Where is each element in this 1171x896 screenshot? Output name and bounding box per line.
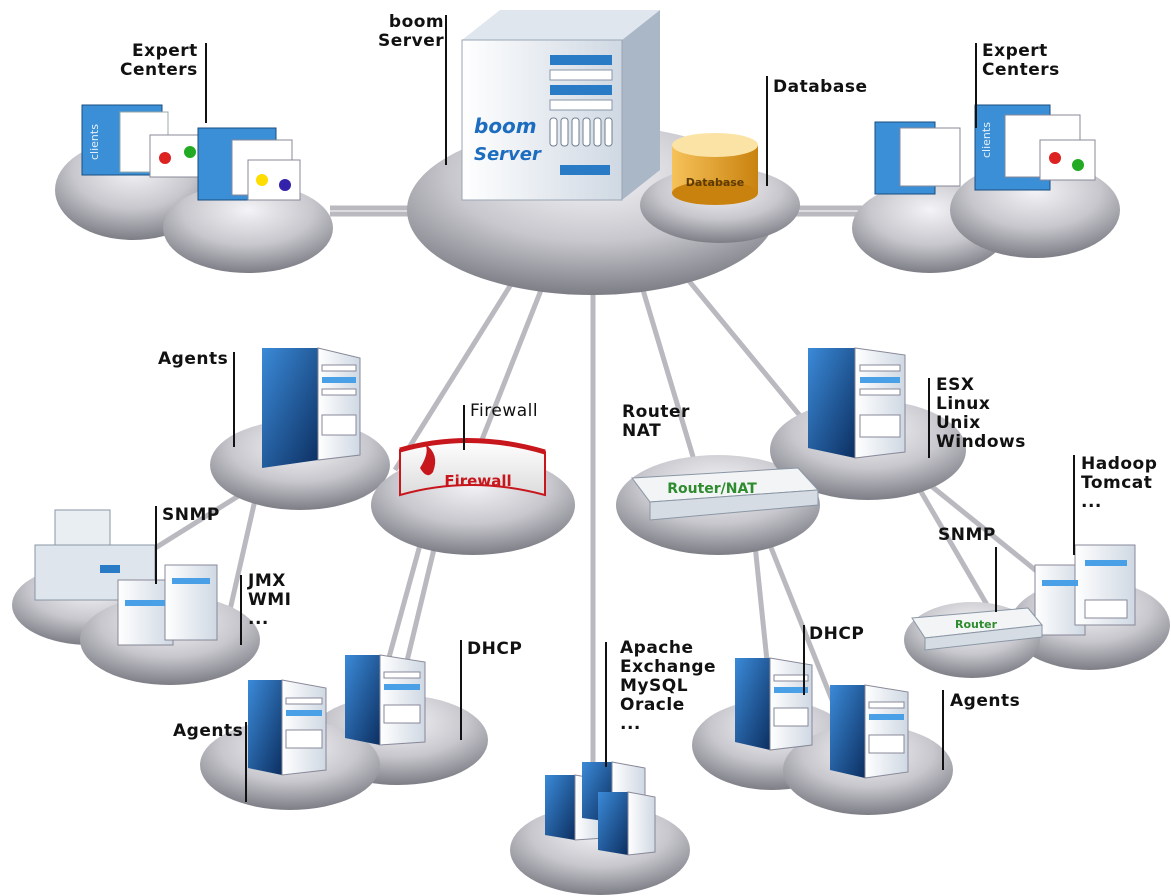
tick-snmp-left	[155, 506, 157, 584]
expert-left-platform-2	[163, 183, 333, 273]
agent-servers	[248, 347, 909, 856]
label-firewall: Firewall	[470, 401, 539, 421]
link-server-esx	[678, 268, 822, 442]
router-small-sign-text: Router	[955, 618, 998, 631]
tick-apps	[605, 642, 607, 767]
link-agents-jmx	[227, 499, 258, 611]
tick-boom-server	[445, 15, 447, 165]
tick-snmp-right	[995, 547, 997, 612]
server-icon	[735, 657, 813, 751]
label-agents-bottom-left: Agents	[173, 721, 244, 741]
tick-agents-top	[233, 352, 235, 447]
link-server-firewall	[467, 279, 548, 471]
expert-left-monitors: clients	[81, 104, 301, 201]
label-boom-server: boom Server	[378, 12, 445, 51]
expert-right-monitors: clients	[874, 104, 1096, 195]
label-agents-bottom-right: Agents	[950, 691, 1021, 711]
label-hadoop-group: Hadoop Tomcat ...	[1081, 454, 1158, 512]
label-dhcp-right: DHCP	[809, 624, 865, 644]
label-snmp-right: SNMP	[938, 525, 996, 545]
boom-logo-line-1: boom	[474, 114, 537, 138]
tick-hadoop	[1073, 455, 1075, 555]
link-esx-router	[917, 488, 993, 612]
label-snmp-left: SNMP	[162, 505, 220, 525]
tick-agents-bottom-right	[942, 690, 944, 770]
tick-dhcp-left	[460, 640, 462, 740]
label-jmx-group: JMX WMI ...	[248, 571, 292, 629]
label-apps-group: Apache Exchange MySQL Oracle ...	[620, 638, 717, 734]
boom-server: boom Server	[461, 10, 660, 201]
tick-firewall	[463, 405, 465, 450]
server-icon	[808, 347, 906, 459]
label-expert-centers-left: Expert Centers	[120, 41, 198, 80]
tick-dhcp-right	[803, 625, 805, 695]
router-nat-icon: Router/NAT	[631, 467, 820, 521]
database-icon: Database	[672, 133, 758, 205]
server-icon	[262, 347, 361, 468]
tick-database	[766, 76, 768, 186]
server-icon	[345, 654, 426, 746]
tick-agents-bottom-left	[245, 722, 247, 802]
link-server-agents	[392, 268, 523, 472]
tick-esx	[928, 378, 930, 458]
label-router-nat: Router NAT	[622, 402, 690, 441]
label-expert-centers-right: Expert Centers	[982, 41, 1060, 80]
router-nat-sign-text: Router/NAT	[667, 481, 757, 497]
link-router-agents	[767, 544, 843, 721]
firewall-sign-text: Firewall	[444, 472, 511, 490]
label-esx-group: ESX Linux Unix Windows	[936, 375, 1026, 452]
clients-text-left: clients	[88, 124, 101, 160]
jmx-servers-icon	[117, 564, 218, 646]
label-database: Database	[773, 77, 868, 97]
router-small-icon: Router	[911, 607, 1043, 651]
database-drum-text: Database	[686, 176, 745, 189]
tick-jmx	[240, 575, 242, 645]
tick-expert-right	[975, 43, 977, 128]
label-agents-top-left: Agents	[158, 349, 229, 369]
hadoop-servers-icon	[1034, 544, 1136, 636]
server-icon	[545, 761, 656, 856]
server-icon	[830, 684, 909, 779]
server-icon	[248, 679, 327, 776]
tick-expert-left	[205, 43, 207, 123]
firewall-icon: Firewall	[399, 437, 546, 497]
link-server-router	[637, 279, 703, 481]
label-dhcp-left: DHCP	[467, 639, 523, 659]
clients-text-right: clients	[980, 122, 993, 158]
boom-logo-line-2: Server	[474, 144, 542, 165]
